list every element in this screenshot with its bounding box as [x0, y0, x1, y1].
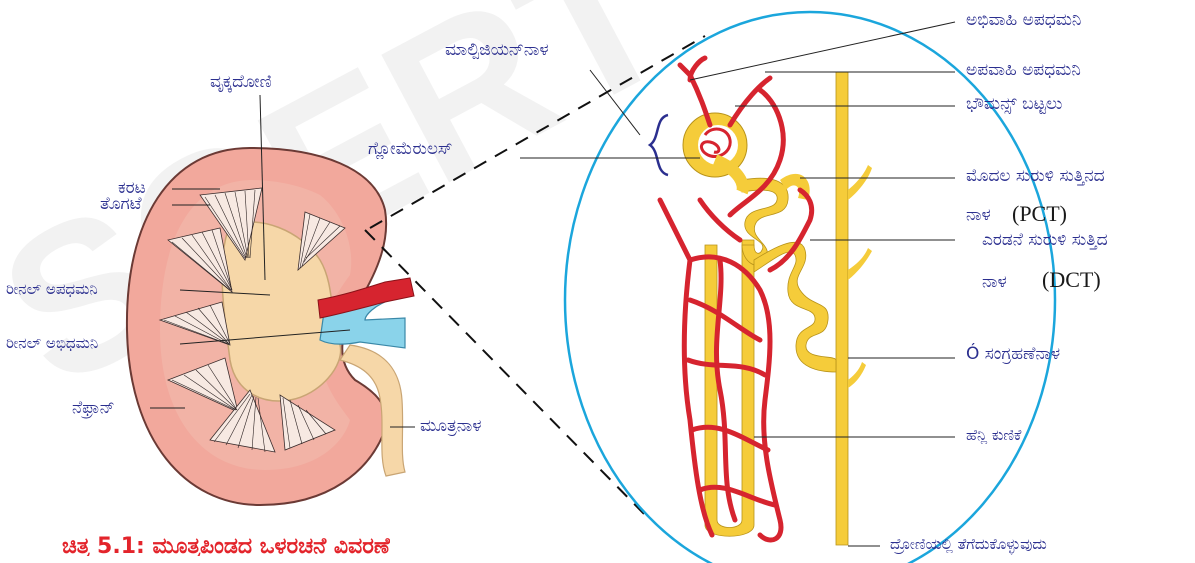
- label-pyramid: ತೊಗಟೆ: [100, 196, 142, 213]
- label-efferent: ಅಪವಾಹಿ ಅಪಧಮನಿ: [966, 62, 1081, 79]
- label-pct-line2: ನಾಳ: [966, 207, 991, 224]
- label-malpighian: ಮಾಲ್ಪಿಜಿಯನ್‌ನಾಳ: [445, 42, 549, 59]
- label-collecting-duct: Ó ಸಂಗ್ರಹಣೆನಾಳ: [966, 346, 1060, 363]
- label-dct-line1: ಎರಡನೆ ಸುರುಳಿ ಸುತ್ತಿದ: [982, 232, 1108, 249]
- figure-caption: ಚಿತ್ರ 5.1: ಮೂತ್ರಪಿಂಡದ ಒಳರಚನೆ ವಿವರಣೆ: [62, 534, 390, 556]
- label-bowmans: ಭೌಮನ್ಸ್ ಬಟ್ಟಲು: [966, 96, 1062, 113]
- label-nephron: ನೆಫ್ರಾನ್: [72, 400, 115, 417]
- label-henle: ಹೆನ್ಲಿ ಕುಣಿಕೆ: [966, 428, 1021, 443]
- label-renal-vein: ರೀನಲ್ ಅಭಿಧಮನಿ: [6, 336, 98, 351]
- label-afferent: ಅಭಿವಾಹಿ ಅಪಧಮನಿ: [966, 12, 1081, 29]
- label-to-pelvis: ದ್ರೋಣಿಯಲ್ಲಿ ತೆಗೆದುಕೊಳ್ಳುವುದು: [890, 537, 1047, 552]
- label-dct-line2: ನಾಳ: [982, 274, 1007, 291]
- label-pct-abbr: (PCT): [1012, 203, 1067, 225]
- label-ureter: ಮೂತ್ರನಾಳ: [420, 418, 481, 435]
- label-pelvis: ವೃಕ್ಕದೋಣಿ: [210, 74, 272, 91]
- label-glomerulus: ಗ್ಲೋಮೆರುಲಸ್: [368, 141, 452, 158]
- label-dct-abbr: (DCT): [1042, 269, 1101, 291]
- collecting-duct: [836, 72, 848, 545]
- kidney: [127, 148, 414, 505]
- label-renal-artery: ರೀನಲ್ ಅಪಧಮನಿ: [6, 282, 98, 297]
- label-pct-line1: ಮೊದಲ ಸುರುಳಿ ಸುತ್ತಿನದ: [966, 168, 1105, 185]
